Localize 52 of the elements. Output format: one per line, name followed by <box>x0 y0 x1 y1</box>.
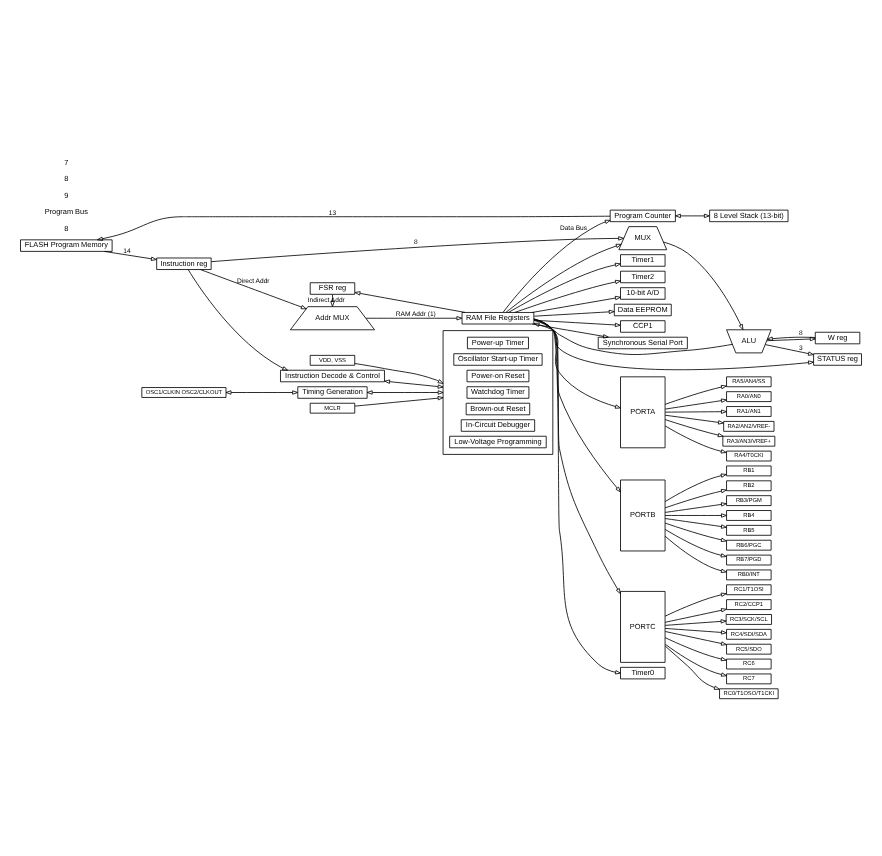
arrow <box>663 241 744 330</box>
arrow <box>664 409 727 414</box>
arrow <box>664 518 727 529</box>
arrow <box>97 215 611 241</box>
arrow <box>533 318 621 493</box>
arrow <box>533 319 621 409</box>
arrow <box>664 592 727 617</box>
arrow <box>533 318 621 594</box>
arrow <box>533 319 621 328</box>
arrow <box>664 608 727 623</box>
arrow <box>664 535 727 573</box>
arrow <box>531 323 609 339</box>
arrow <box>531 295 621 313</box>
arrow <box>664 619 727 626</box>
arrow <box>354 363 444 384</box>
arrow <box>210 236 624 263</box>
arrow <box>764 344 814 356</box>
arrow <box>365 316 463 321</box>
arrow <box>664 513 727 518</box>
arrow <box>533 318 621 675</box>
arrow <box>664 414 724 425</box>
arrow <box>664 529 727 558</box>
arrow <box>664 384 727 405</box>
arrow <box>675 213 710 219</box>
arrow <box>533 322 733 355</box>
arrow <box>225 390 298 395</box>
arrow <box>505 243 622 313</box>
arrow <box>664 419 724 438</box>
arrow <box>384 379 444 389</box>
arrow <box>502 219 611 313</box>
arrow <box>103 251 157 261</box>
arrow <box>664 488 727 509</box>
cluster <box>442 330 554 455</box>
arrow <box>664 628 727 635</box>
arrow <box>664 473 727 502</box>
arrow <box>366 390 444 395</box>
arrow <box>533 309 615 317</box>
arrow <box>354 291 466 313</box>
arrow <box>664 522 727 542</box>
arrow <box>533 320 814 371</box>
arrow <box>664 398 727 410</box>
arrow <box>664 502 727 513</box>
arrow <box>187 269 289 371</box>
arrow <box>664 643 727 677</box>
arrow <box>200 269 307 310</box>
arrow <box>354 396 444 407</box>
arrow <box>664 637 727 662</box>
arrow <box>664 631 727 646</box>
arrow <box>514 279 621 313</box>
arrow <box>664 645 720 690</box>
arrow <box>664 425 727 454</box>
arrow <box>508 262 621 313</box>
